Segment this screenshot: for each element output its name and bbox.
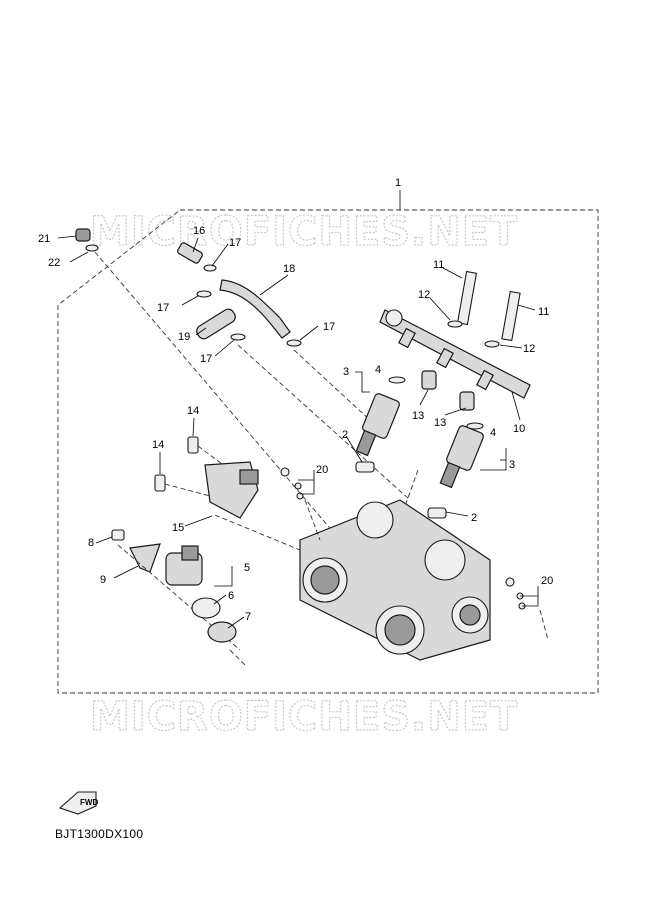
callout-2b: 2	[471, 512, 477, 524]
part-hose-18	[219, 279, 291, 339]
callout-6: 6	[228, 590, 234, 602]
callout-17: 17	[229, 237, 241, 249]
callout-3b: 3	[509, 459, 515, 471]
callout-4b: 4	[490, 427, 496, 439]
part-nipple-16	[177, 242, 217, 272]
bolt-8	[111, 529, 125, 541]
bolts-11	[456, 270, 521, 342]
callout-22: 22	[48, 257, 60, 269]
callout-20: 20	[316, 464, 328, 476]
injector-right-3	[439, 425, 484, 489]
oring-4b	[466, 422, 484, 430]
seal-13b	[459, 391, 475, 411]
collar-12	[447, 320, 463, 328]
part-sensor-15	[204, 461, 259, 519]
callout-12: 12	[418, 289, 430, 301]
fwd-arrow: FWD	[58, 791, 98, 815]
callout-19: 19	[178, 331, 190, 343]
seal-13	[421, 370, 437, 390]
bolts-20	[280, 467, 526, 610]
part-hose-19	[196, 308, 236, 340]
callout-10: 10	[513, 423, 525, 435]
grommet-2b	[427, 507, 447, 519]
callout-15: 15	[172, 522, 184, 534]
callout-17c: 17	[200, 353, 212, 365]
callout-2: 2	[342, 429, 348, 441]
callout-labels: 1 2 2 3 3 4 4 5 6 7 8 9 10 11 11 12 12 1…	[38, 177, 553, 623]
callout-20b: 20	[541, 575, 553, 587]
callout-11: 11	[433, 259, 444, 271]
collar-12b	[484, 340, 500, 348]
callout-16: 16	[193, 225, 205, 237]
callout-13b: 13	[434, 417, 446, 429]
oring-4	[388, 376, 406, 384]
callout-5: 5	[244, 562, 250, 574]
part-cap-21	[75, 228, 99, 252]
callout-14b: 14	[152, 439, 164, 451]
callout-7: 7	[245, 611, 251, 623]
part-throttle-body	[299, 499, 491, 661]
assembly-boundary	[57, 209, 599, 694]
injector-left-3	[355, 393, 400, 457]
drawing-code: BJT1300DX100	[55, 827, 144, 841]
fwd-label: FWD	[80, 798, 98, 807]
part-fuel-rail-10	[379, 309, 531, 399]
callout-3: 3	[343, 366, 349, 378]
callout-11b: 11	[538, 306, 549, 318]
callout-13: 13	[412, 410, 424, 422]
callout-8: 8	[88, 537, 94, 549]
callout-21: 21	[38, 233, 50, 245]
callout-17b: 17	[157, 302, 169, 314]
bolts-14	[154, 436, 199, 492]
callout-12b: 12	[523, 343, 535, 355]
watermark-top: MICROFICHES.NET	[90, 209, 518, 255]
callout-4: 4	[375, 364, 381, 376]
grommet-2	[355, 461, 375, 473]
oring-6	[191, 597, 221, 619]
watermark-bottom: MICROFICHES.NET	[90, 694, 518, 740]
callout-17d: 17	[323, 321, 335, 333]
clips-17	[196, 290, 302, 347]
callout-1: 1	[395, 177, 401, 189]
callout-18: 18	[283, 263, 295, 275]
callout-9: 9	[100, 574, 106, 586]
part-sensor-5	[165, 545, 203, 586]
callout-14: 14	[187, 405, 199, 417]
